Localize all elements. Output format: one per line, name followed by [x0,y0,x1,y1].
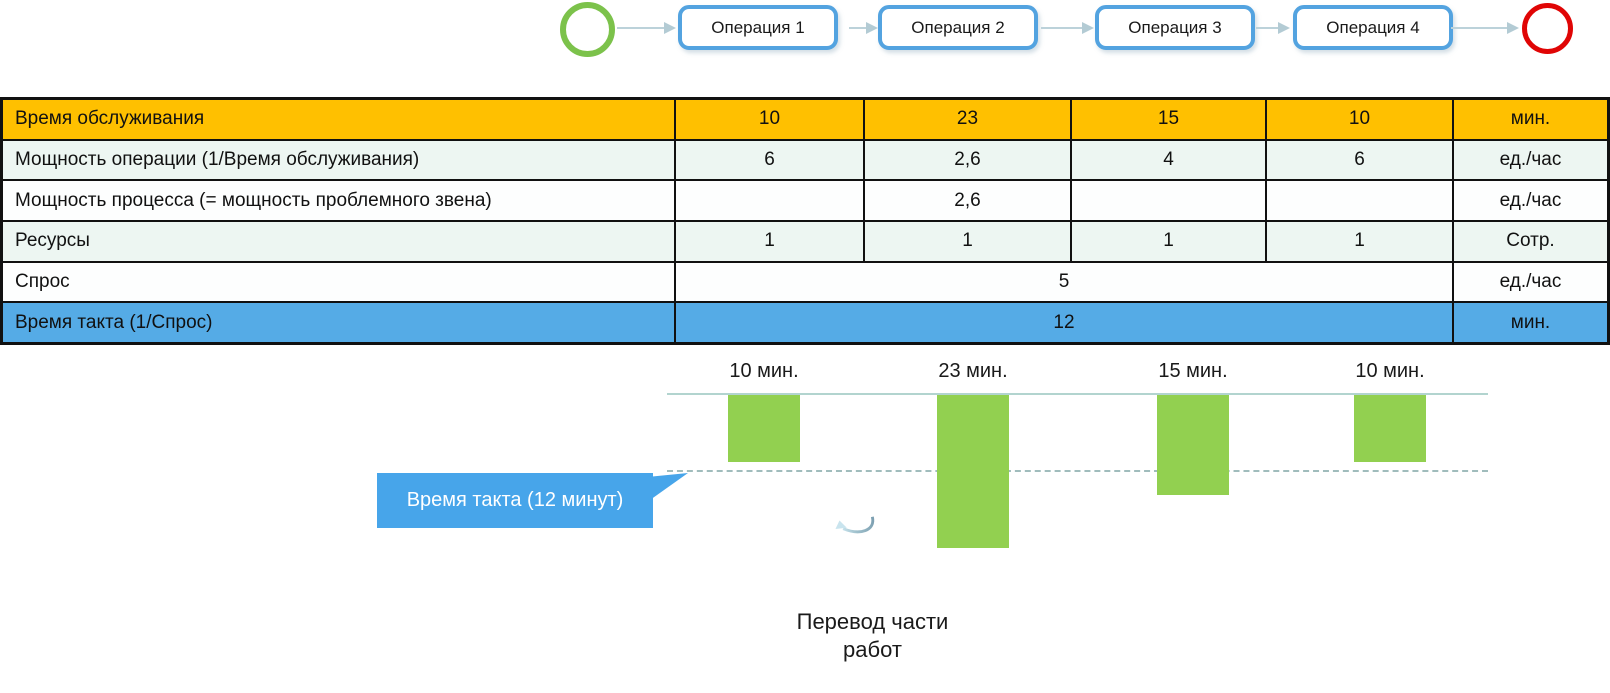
table-value-op4 [1267,181,1452,220]
bar-value-label-1: 10 мин. [729,360,799,382]
table-value-op2: 1 [865,222,1070,261]
table-value-op2: 2,6 [865,140,1070,180]
table-value-op1: 1 [676,222,863,261]
transfer-work-label: Перевод части работ [796,609,949,662]
table-value-op2: 2,6 [865,181,1070,220]
table-value-op4: 10 [1267,100,1452,139]
table-row-label: Ресурсы [3,222,674,261]
takt-time-callout: Время такта (12 минут) [377,473,653,528]
table-row-label: Спрос [3,262,674,302]
table-row-label: Мощность операции (1/Время обслуживания) [3,140,674,180]
service-time-bar-2 [937,395,1009,548]
table-merged-value: 12 [676,303,1452,342]
table-value-op3: 1 [1072,222,1265,261]
table-value-op3 [1072,181,1265,220]
bar-value-label-4: 10 мин. [1355,360,1425,382]
bar-value-label-3: 15 мин. [1158,360,1228,382]
service-time-bar-1 [728,395,800,462]
operation-box-4: Операция 4 [1293,5,1453,50]
table-unit: ед./час [1454,181,1607,220]
callout-pointer-icon [637,473,688,500]
table-unit: ед./час [1454,262,1607,302]
flow-arrow-icon-1 [617,22,676,34]
table-row-label: Время обслуживания [3,100,674,139]
flow-arrow-icon-5 [1451,22,1519,34]
process-start-circle-icon [560,2,615,57]
table-unit: Сотр. [1454,222,1607,261]
takt-time-callout-label: Время такта (12 минут) [406,489,624,511]
table-row-label: Мощность процесса (= мощность проблемног… [3,181,674,220]
table-merged-value: 5 [676,262,1452,302]
bar-value-label-2: 23 мин. [938,360,1008,382]
table-value-op1: 10 [676,100,863,139]
operation-box-2: Операция 2 [878,5,1038,50]
transfer-work-curved-arrow-icon [835,516,875,534]
table-value-op2: 23 [865,100,1070,139]
flow-arrow-icon-4 [1256,22,1290,34]
process-end-circle-icon [1522,3,1573,54]
operation-box-1: Операция 1 [678,5,838,50]
service-time-bar-3 [1157,395,1229,495]
takt-time-dashed-line [667,470,1488,472]
table-value-op4: 6 [1267,140,1452,180]
flow-arrow-icon-3 [1041,22,1094,34]
table-value-op3: 15 [1072,100,1265,139]
table-value-op1 [676,181,863,220]
table-value-op3: 4 [1072,140,1265,180]
table-value-op1: 6 [676,140,863,180]
table-unit: мин. [1454,303,1607,342]
table-unit: мин. [1454,100,1607,139]
service-time-bar-4 [1354,395,1426,462]
chart-baseline [667,393,1488,395]
flow-arrow-icon-2 [849,22,878,34]
table-value-op4: 1 [1267,222,1452,261]
table-row-label: Время такта (1/Спрос) [3,303,674,342]
operation-box-3: Операция 3 [1095,5,1255,50]
table-unit: ед./час [1454,140,1607,180]
